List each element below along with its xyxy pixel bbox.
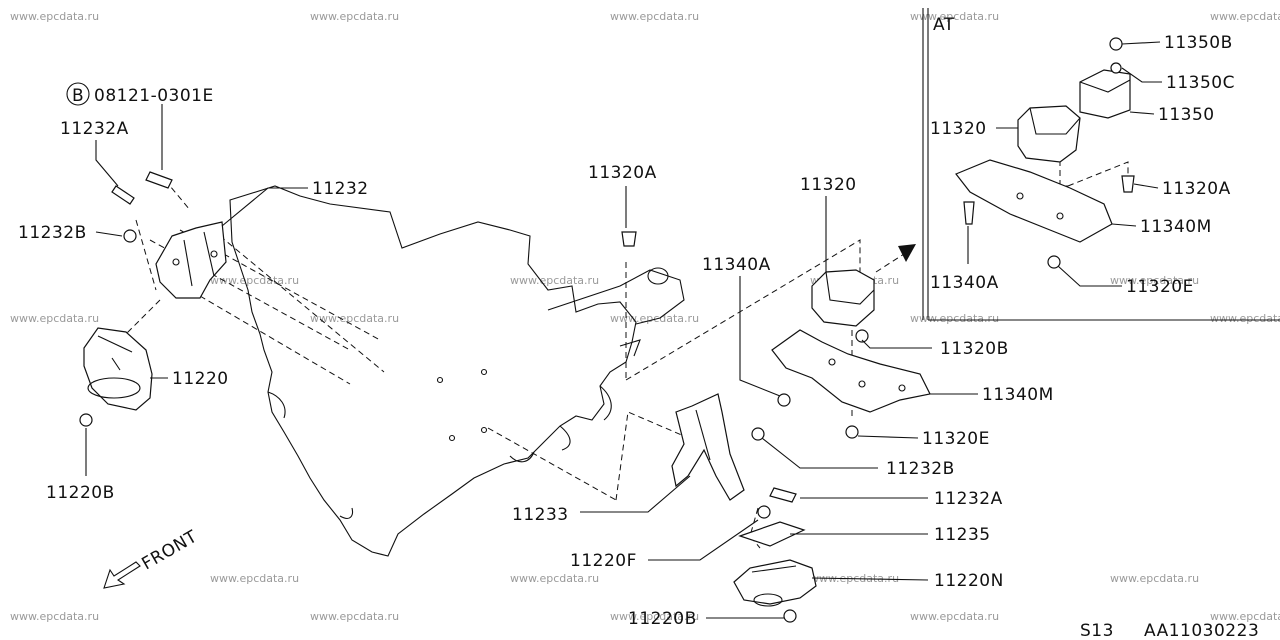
inset-label-11320E: 11320E [1126, 277, 1194, 297]
watermark: www.epcdata.ru [610, 10, 699, 23]
front-direction-indicator: FRONT [103, 527, 202, 589]
label-11340A: 11340A [702, 255, 771, 275]
watermark: www.epcdata.ru [1110, 572, 1199, 585]
inset-title: AT [933, 15, 955, 35]
watermark: www.epcdata.ru [1210, 312, 1280, 325]
label-11220N: 11220N [934, 571, 1004, 591]
bolt-ref-badge-letter: B [72, 86, 84, 106]
label-11220F: 11220F [570, 551, 637, 571]
watermark: www.epcdata.ru [10, 312, 99, 325]
watermark: www.epcdata.ru [610, 610, 699, 623]
watermark: www.epcdata.ru [310, 312, 399, 325]
watermark: www.epcdata.ru [910, 10, 999, 23]
label-08121-0301E: 08121-0301E [94, 86, 214, 106]
watermark: www.epcdata.ru [510, 274, 599, 287]
engine-mount-bracket-left [155, 221, 227, 299]
label-11320: 11320 [800, 175, 857, 195]
transmission-mount-bracket [671, 393, 745, 501]
watermark-layer: www.epcdata.ru www.epcdata.ru www.epcdat… [10, 10, 1280, 623]
transmission-housing [547, 267, 685, 357]
bolt-ref-badge: B [66, 82, 90, 106]
label-11235: 11235 [934, 525, 991, 545]
inset-label-11350B: 11350B [1164, 33, 1233, 53]
inset-label-11340A: 11340A [930, 273, 999, 293]
insulator-plate [738, 521, 806, 547]
inset-label-11340M: 11340M [1140, 217, 1212, 237]
watermark: www.epcdata.ru [610, 312, 699, 325]
watermark: www.epcdata.ru [910, 312, 999, 325]
label-11320E: 11320E [922, 429, 990, 449]
rear-crossmember [771, 329, 931, 413]
assembly-lines [119, 150, 1129, 549]
label-11220B-bottom: 11220B [628, 609, 697, 629]
watermark: www.epcdata.ru [310, 10, 399, 23]
label-11340M: 11340M [982, 385, 1054, 405]
engine-mount-insulator-left [83, 327, 153, 411]
label-11320B: 11320B [940, 339, 1009, 359]
front-label: FRONT [139, 527, 202, 575]
label-11220B: 11220B [46, 483, 115, 503]
watermark: www.epcdata.ru [910, 610, 999, 623]
label-11232B-right: 11232B [886, 459, 955, 479]
inset-label-11350C: 11350C [1166, 73, 1235, 93]
label-11232A-right: 11232A [934, 489, 1003, 509]
engine-block [229, 185, 637, 557]
diagram-code-ref: AA11030223 [1144, 621, 1259, 640]
label-11320A: 11320A [588, 163, 657, 183]
inset-label-11320A: 11320A [1162, 179, 1231, 199]
inset-arrow [875, 244, 916, 273]
label-11232: 11232 [312, 179, 369, 199]
left-fasteners [79, 171, 173, 427]
label-11232A: 11232A [60, 119, 129, 139]
inset-label-11350: 11350 [1158, 105, 1215, 125]
watermark: www.epcdata.ru [510, 572, 599, 585]
watermark: www.epcdata.ru [1210, 610, 1280, 623]
right-fasteners [621, 231, 869, 623]
watermark: www.epcdata.ru [10, 10, 99, 23]
watermark: www.epcdata.ru [210, 572, 299, 585]
leader-lines [85, 41, 1162, 619]
inset-parts [955, 37, 1135, 269]
transmission-mount-rear [811, 269, 875, 327]
diagram-code-s13: S13 [1080, 621, 1114, 640]
label-11233: 11233 [512, 505, 569, 525]
watermark: www.epcdata.ru [310, 610, 399, 623]
watermark: www.epcdata.ru [10, 610, 99, 623]
at-inset-frame: AT [922, 8, 1280, 321]
watermark: www.epcdata.ru [1110, 274, 1199, 287]
inset-label-11320: 11320 [930, 119, 987, 139]
label-11220: 11220 [172, 369, 229, 389]
transmission-mount-insulator [733, 559, 817, 607]
label-11232B: 11232B [18, 223, 87, 243]
watermark: www.epcdata.ru [1210, 10, 1280, 23]
